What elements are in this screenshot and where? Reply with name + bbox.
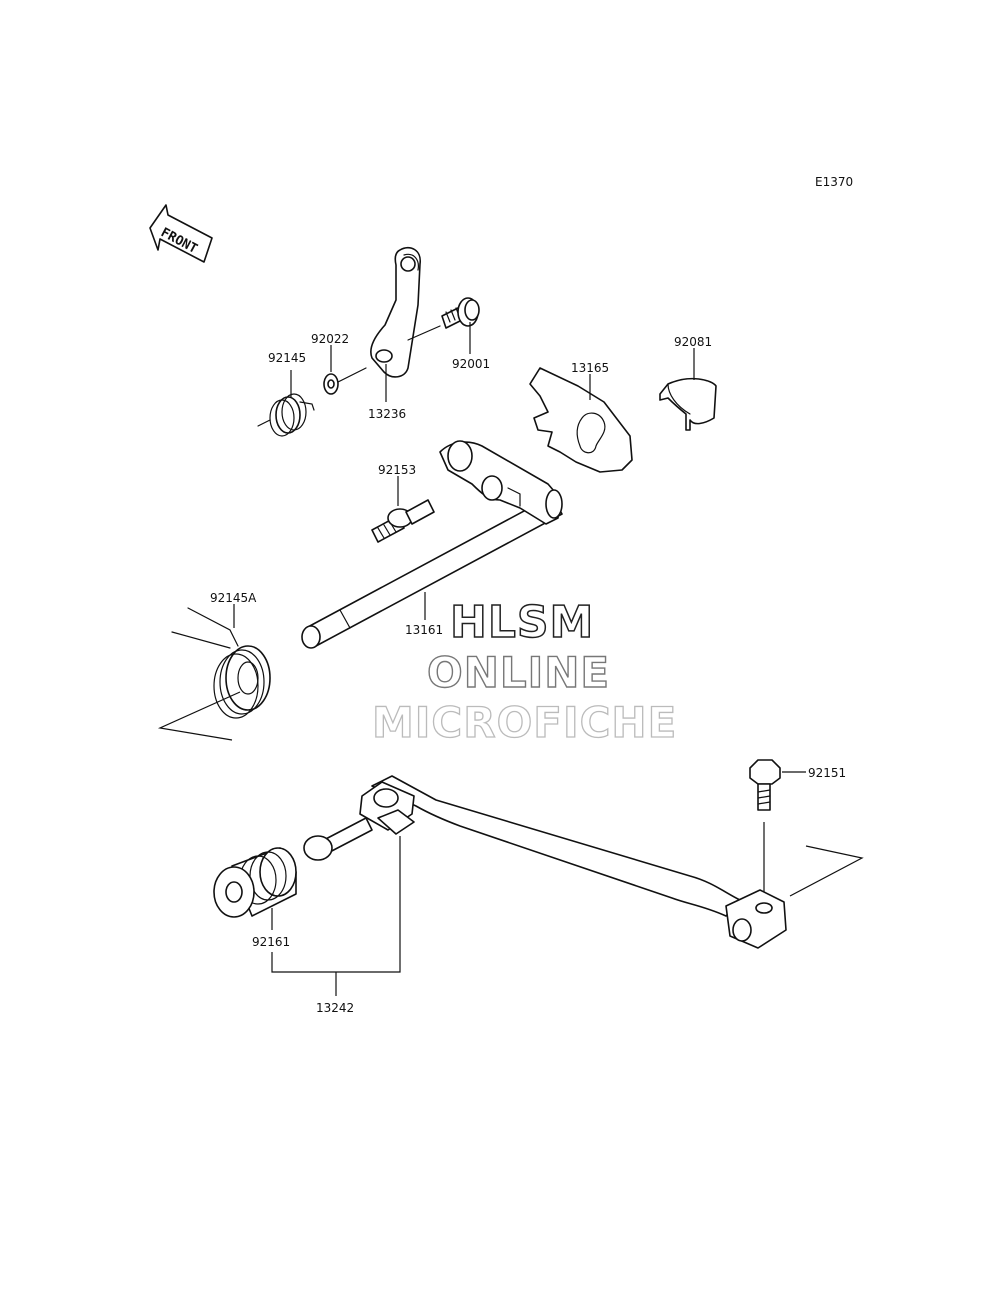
part-label-92001: 92001 [452, 357, 490, 371]
part-label-92151: 92151 [808, 766, 846, 780]
plate-13165 [529, 367, 633, 473]
pin-92153 [371, 499, 435, 543]
part-label-92153: 92153 [378, 463, 416, 477]
bolt-92151 [749, 759, 781, 811]
shift-arm-13236 [370, 246, 421, 378]
part-label-13165: 13165 [571, 361, 609, 375]
spring-92145A [171, 607, 271, 719]
watermark-line-1: HLSM [450, 597, 594, 648]
part-label-92081: 92081 [674, 335, 712, 349]
bolt-92001 [441, 297, 480, 329]
front-arrow-icon: FRONT [149, 204, 213, 263]
part-label-92145A: 92145A [210, 591, 257, 605]
part-label-92161: 92161 [252, 935, 290, 949]
clip-92081 [659, 377, 717, 431]
part-label-13236: 13236 [368, 407, 406, 421]
part-label-13161: 13161 [405, 623, 443, 637]
part-label-92145: 92145 [268, 351, 306, 365]
part-label-92022: 92022 [311, 332, 349, 346]
shift-shaft-13161 [301, 440, 563, 649]
spring-92145 [257, 393, 315, 437]
watermark-line-2: ONLINE [427, 648, 610, 697]
part-label-13242: 13242 [316, 1001, 354, 1015]
washer-92022 [323, 373, 339, 395]
watermark-line-3: MICROFICHE [372, 698, 677, 747]
diagram-code: E1370 [815, 175, 853, 189]
rubber-92161 [213, 847, 297, 918]
shift-pedal-13242 [303, 775, 787, 949]
